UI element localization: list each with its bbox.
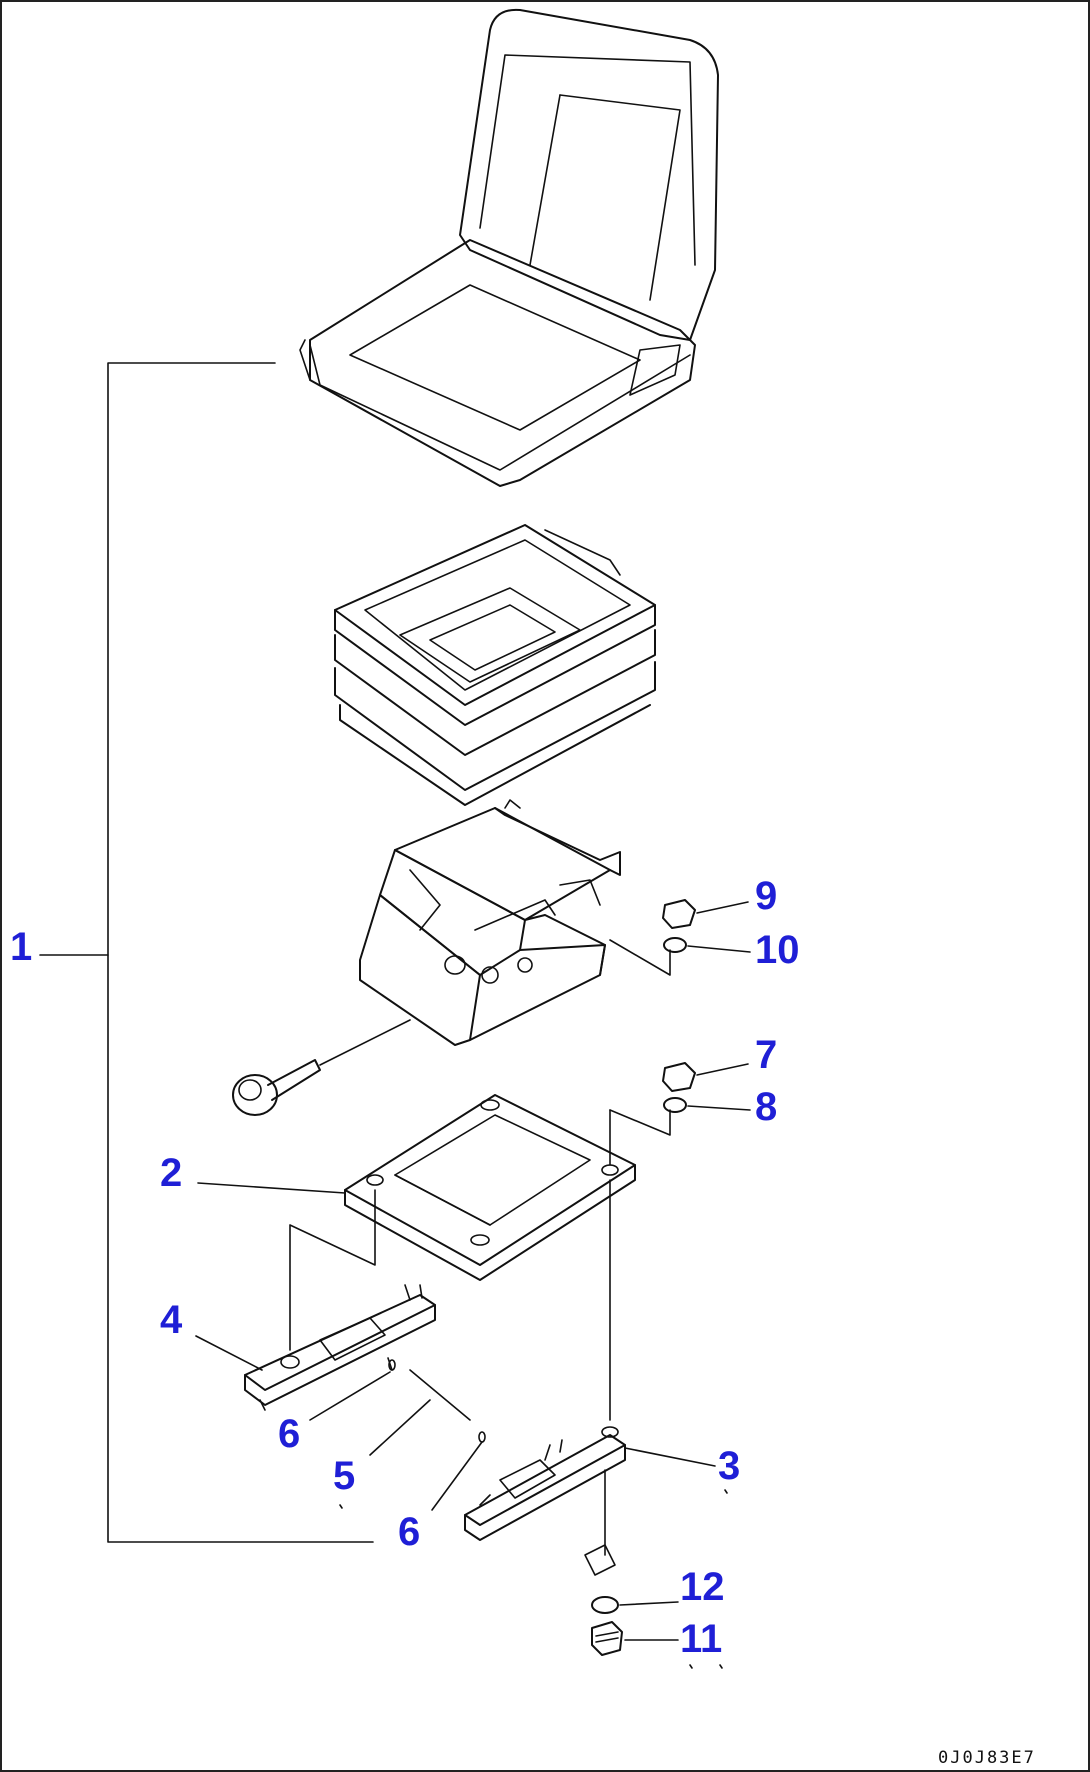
nut-9-icon [662,899,696,929]
callout-2: 2 [160,1151,183,1195]
callout-3: 3 [718,1444,741,1488]
suspension-bellows-drawing [334,524,656,806]
callout-7: 7 [755,1033,778,1077]
nut-7-icon [662,1062,696,1092]
nut-11-icon [591,1621,623,1656]
callout-5: 5 [333,1454,356,1498]
callout-1: 1 [10,925,33,969]
callout-6-upper: 6 [278,1412,301,1456]
callout-11: 11 [680,1617,723,1661]
right-slide-rail-drawing [464,1426,626,1576]
reference-code: 0J0J83E7 [938,1748,1036,1768]
washer-8-icon [663,1097,687,1113]
washer-10-icon [663,937,687,953]
callout-9: 9 [755,874,778,918]
slide-plate-drawing [289,1094,671,1421]
callout-10: 10 [755,928,800,972]
left-slide-rail-drawing [244,1284,436,1411]
washer-12-icon [591,1596,619,1614]
callout-8: 8 [755,1085,778,1129]
callout-4: 4 [160,1298,183,1342]
small-parts-drawing [387,1357,486,1443]
callout-12: 12 [680,1565,725,1609]
suspension-mechanism-drawing [232,799,671,1116]
fasteners-drawing [591,899,696,1656]
leader-lines [39,362,751,1669]
callout-6-lower: 6 [398,1510,421,1554]
seat-assembly-drawing [299,8,719,487]
